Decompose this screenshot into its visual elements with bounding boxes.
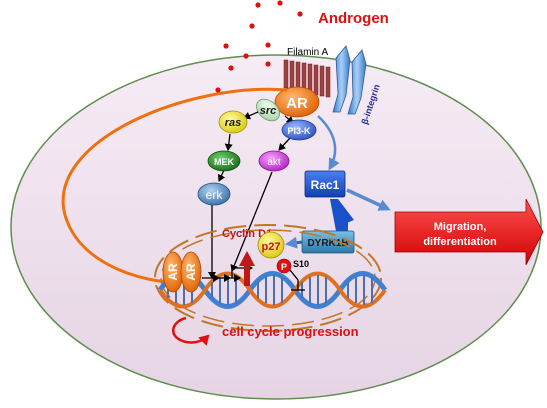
nuclear-ar-2-label: AR [184,263,198,281]
cell-membrane [10,54,542,400]
erk-node [197,182,231,206]
pi3k-to-rac1-arrow [317,115,340,171]
ar-to-nucleus-arrow [61,87,288,288]
androgen-label: Androgen [318,10,389,27]
src-node [256,98,280,122]
erk-label: erk [206,188,224,202]
androgen-molecules [215,0,303,93]
ar-membrane-label: AR [286,95,308,112]
ras-label: ras [225,117,242,129]
cell-cycle-arrow [172,316,210,346]
filamin-a-label: Filamin A [287,47,328,58]
p27-node [257,231,285,259]
beta-integrin [332,45,367,115]
phosphate-node [276,258,292,274]
ar-membrane [274,86,320,118]
dyrk1b-to-p27-arrow [285,236,303,249]
rac1-node [304,170,346,198]
pi3k-node [281,119,317,141]
pi3k-label: PI3-K [287,126,311,136]
rac1-to-migration-arrow [346,188,391,211]
rac1-to-dyrk1b-arrow [330,199,354,231]
mek-label: MEK [214,157,235,167]
nuclear-ar-1-label: AR [166,263,180,281]
dna-helix [157,271,388,309]
akt-node [258,150,290,172]
ras-node [218,110,248,134]
migration-arrow [394,198,544,266]
mek-node [207,150,241,172]
cell-cycle-label: cell cycle progression [222,324,359,339]
phosphate-label: P [281,262,287,272]
signaling-arrows [208,111,294,279]
rac1-label: Rac1 [311,178,340,192]
p27-inhibition [289,269,305,291]
migration-label-line2: differentiation [423,236,497,248]
cyclin-d1-label: Cyclin D1 [222,228,272,240]
dyrk1b-label: DYRK1B [307,238,348,249]
cyclin-d1-up-arrow [239,251,255,286]
migration-label-line1: Migration, [434,221,487,233]
src-label: src [260,105,277,117]
akt-label: akt [267,157,281,168]
p27-label: p27 [262,241,281,253]
nuclear-ar-2 [180,251,202,293]
s10-label: S10 [293,259,309,269]
